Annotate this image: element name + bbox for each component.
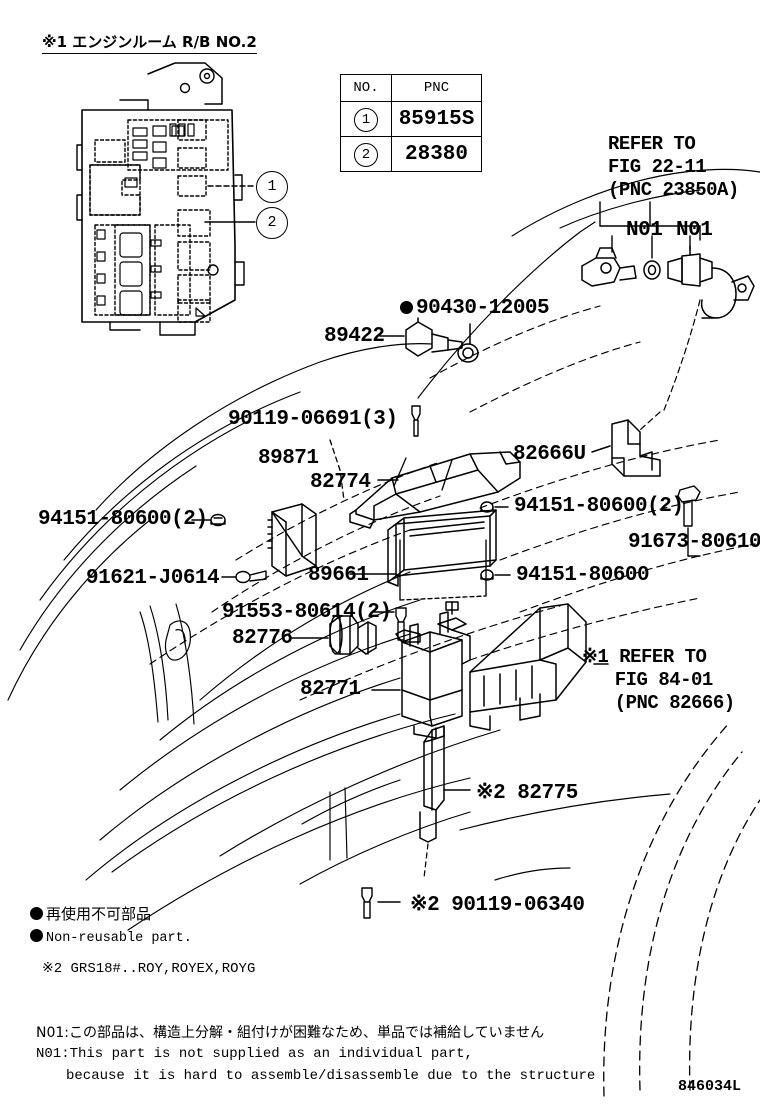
- reference-fig-84-01: ※1 REFER TO FIG 84-01 (PNC 82666): [582, 646, 735, 714]
- legend-model-note: ※2 GRS18#..ROY,ROYEX,ROYG: [42, 961, 256, 977]
- table-row: 2 28380: [340, 136, 482, 172]
- pnc-table-header-pnc: PNC: [391, 74, 482, 102]
- footnote-en-2: because it is hard to assemble/disassemb…: [66, 1068, 596, 1084]
- part-label-82774: 82774: [310, 471, 371, 494]
- footnote-jp: N01:この部品は、構造上分解・組付けが困難なため、単品では補給していません: [36, 1025, 545, 1041]
- pnc-table: NO. PNC 1 85915S 2 28380: [340, 74, 482, 172]
- part-label-90119-06340: ※2 90119-06340: [410, 894, 585, 917]
- part-label-82771: 82771: [300, 678, 361, 701]
- part-label-82776: 82776: [232, 627, 293, 650]
- nonreusable-dot-icon: [30, 929, 43, 942]
- page-title: ※1 エンジンルーム R/B NO.2: [42, 31, 257, 54]
- part-label-90430-12005: 90430-12005: [400, 297, 550, 320]
- footnote-en-1: N01:This part is not supplied as an indi…: [36, 1046, 473, 1062]
- part-label-89422: 89422: [324, 325, 385, 348]
- part-label-91673-80610: 91673-80610: [628, 531, 760, 554]
- pnc-row-value-1: 85915S: [391, 101, 482, 137]
- part-label-89871: 89871: [258, 447, 319, 470]
- pnc-row-no-1: 1: [340, 101, 392, 137]
- reference-fig-22-11: REFER TO FIG 22-11 (PNC 23850A): [608, 133, 739, 201]
- pnc-row-value-2: 28380: [391, 136, 482, 172]
- nonreusable-dot-icon: [30, 907, 43, 920]
- circle-number-2: 2: [354, 142, 378, 167]
- legend-nonreusable-jp: 再使用不可部品: [30, 903, 151, 924]
- callout-1: 1: [256, 171, 288, 203]
- table-row: 1 85915S: [340, 101, 482, 137]
- part-label-91553-80614: 91553-80614(2): [222, 601, 392, 624]
- part-label-94151-80600: 94151-80600: [516, 564, 650, 587]
- part-label-82666u: 82666U: [513, 443, 586, 466]
- part-label-89661: 89661: [308, 564, 369, 587]
- circle-number-1: 1: [354, 107, 378, 132]
- part-label-82775: ※2 82775: [476, 782, 578, 805]
- pnc-table-header-no: NO.: [340, 74, 392, 102]
- callout-2: 2: [256, 207, 288, 239]
- n01-label-right: N01: [676, 219, 713, 242]
- legend-nonreusable-en: Non-reusable part.: [30, 929, 192, 946]
- part-label-90119-06691: 90119-06691(3): [228, 408, 398, 431]
- nonreusable-dot-icon: [400, 301, 413, 314]
- n01-label-left: N01: [626, 219, 663, 242]
- drawing-number: 846034L: [678, 1078, 742, 1095]
- pnc-row-no-2: 2: [340, 136, 392, 172]
- part-label-91621-j0614: 91621-J0614: [86, 567, 220, 590]
- part-label-94151-80600-2-right: 94151-80600(2): [514, 495, 684, 518]
- part-label-94151-80600-2-left: 94151-80600(2): [38, 508, 208, 531]
